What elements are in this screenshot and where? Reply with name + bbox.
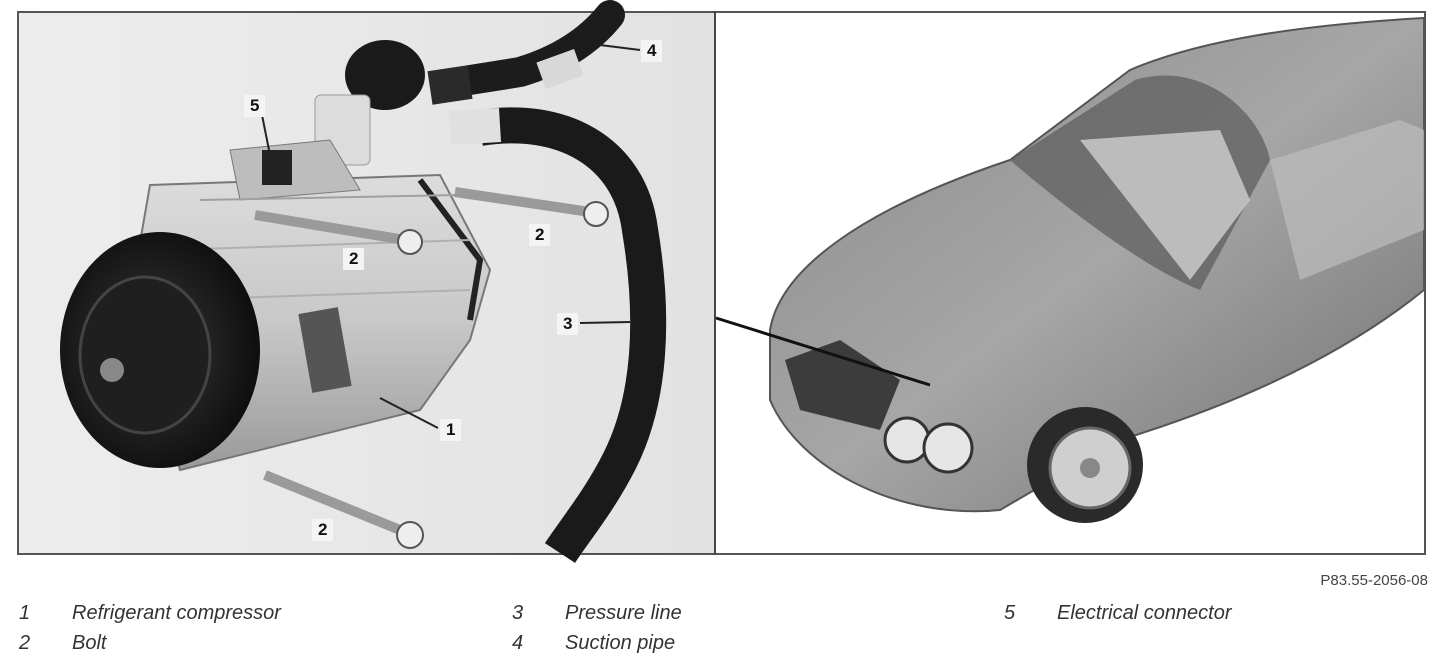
legend-text: Refrigerant compressor xyxy=(72,602,281,624)
figure-reference: P83.55-2056-08 xyxy=(1320,572,1428,589)
legend-text: Suction pipe xyxy=(565,632,676,654)
compressor-pulley xyxy=(60,232,260,468)
pointer-line xyxy=(715,316,931,387)
legend-number: 4 xyxy=(512,632,524,654)
suction-pipe xyxy=(345,0,625,110)
callout-2: 2 xyxy=(312,519,334,541)
legend-number: 5 xyxy=(1004,602,1016,624)
car-illustration xyxy=(715,16,1425,523)
legend-text: Pressure line xyxy=(565,602,682,624)
electrical-connector xyxy=(262,150,292,185)
legend-number: 1 xyxy=(19,602,31,624)
legend-item: 1 Refrigerant compressor xyxy=(19,602,319,628)
callout-1: 1 xyxy=(440,419,462,441)
figure-divider xyxy=(714,11,716,555)
legend-item: 3 Pressure line xyxy=(512,602,812,628)
callout-4: 4 xyxy=(641,40,663,62)
legend-number: 2 xyxy=(19,632,31,654)
legend-text: Bolt xyxy=(72,632,107,654)
callout-leaders xyxy=(261,44,641,429)
legend-number: 3 xyxy=(512,602,524,624)
legend-text: Electrical connector xyxy=(1057,602,1232,624)
callout-2: 2 xyxy=(529,224,551,246)
bolts xyxy=(254,187,609,549)
legend-item: 4 Suction pipe xyxy=(512,632,812,658)
legend-item: 2 Bolt xyxy=(19,632,319,658)
callout-5: 5 xyxy=(244,95,266,117)
callout-2: 2 xyxy=(343,248,365,270)
legend-item: 5 Electrical connector xyxy=(1004,602,1304,628)
callout-3: 3 xyxy=(557,313,579,335)
